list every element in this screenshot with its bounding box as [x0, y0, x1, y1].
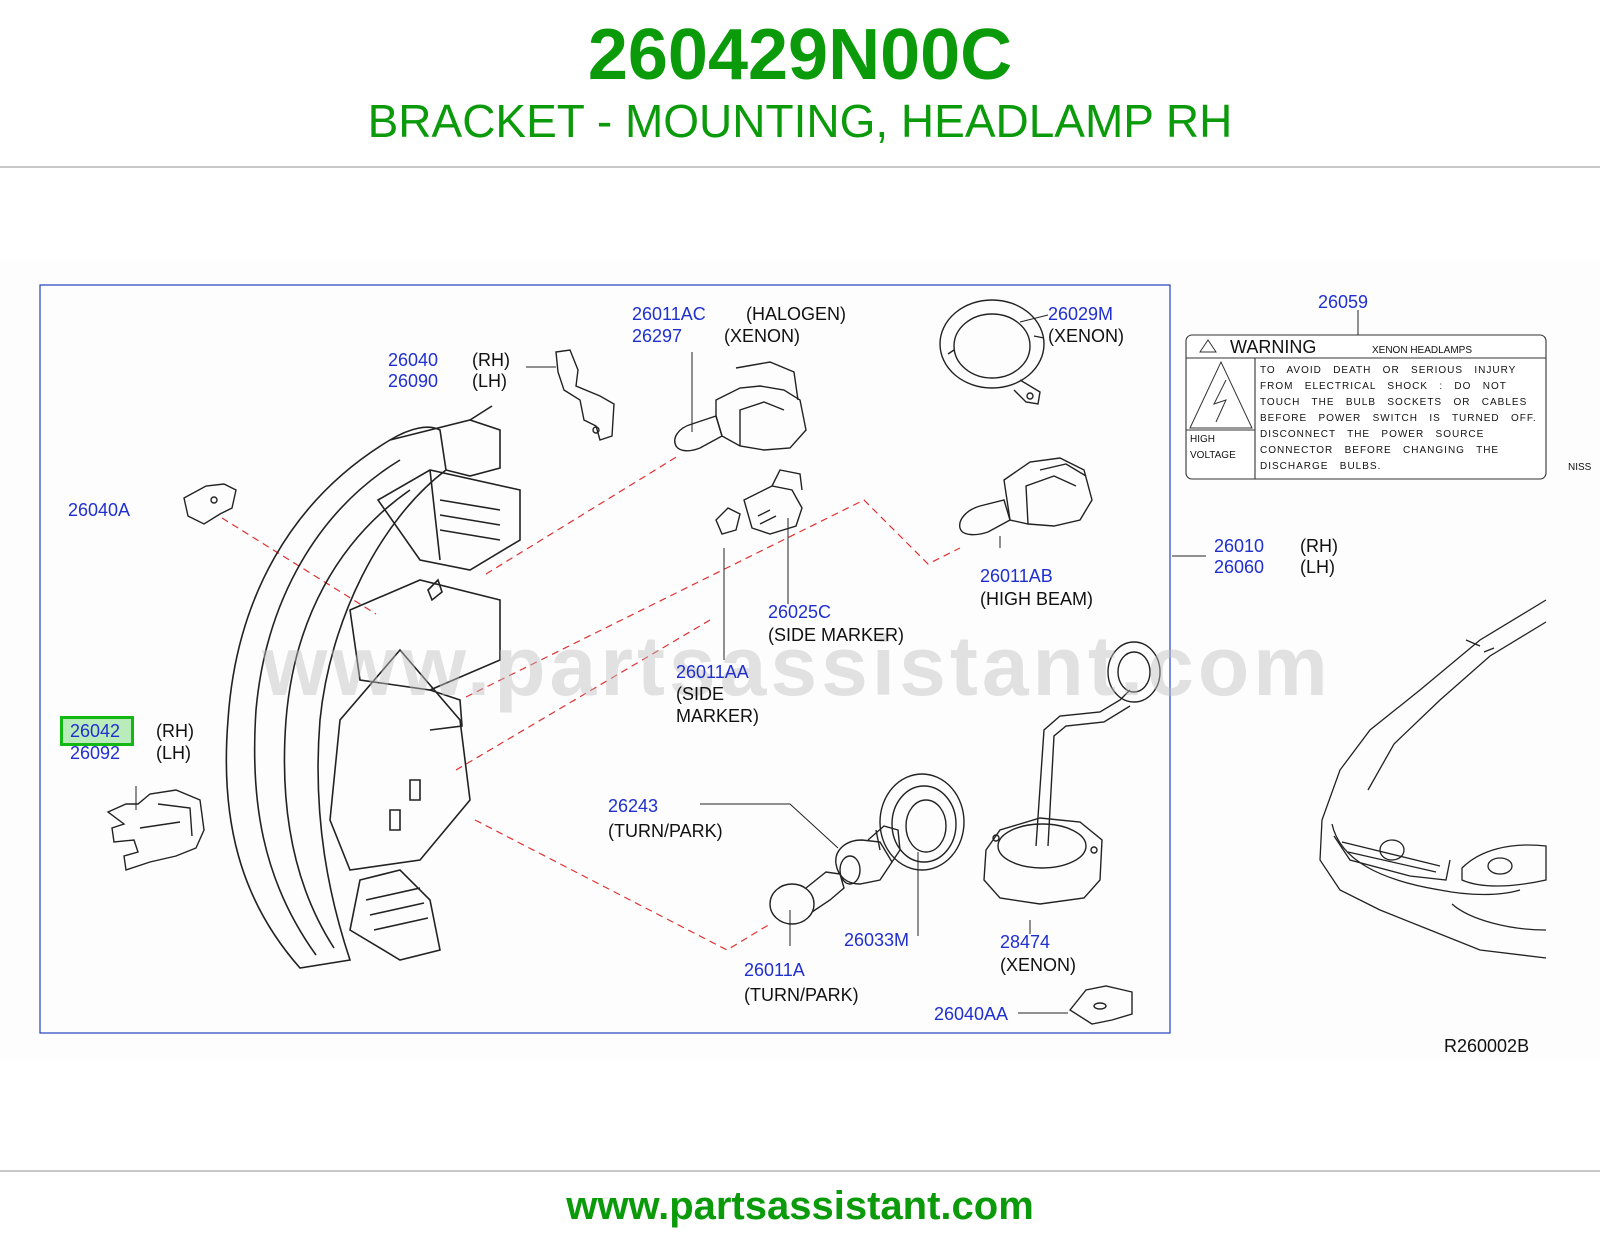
callout-26010-note: (RH): [1300, 536, 1338, 556]
callout-26092[interactable]: 26092: [70, 743, 121, 763]
side-marker-socket: [715, 469, 803, 535]
footer-url[interactable]: www.partsassistant.com: [566, 1184, 1034, 1228]
callout-26033M[interactable]: 26033M: [844, 930, 910, 950]
part-number-title: 260429N00C: [587, 15, 1013, 95]
callout-28474[interactable]: 28474: [1000, 932, 1051, 952]
callout-26029M[interactable]: 26029M: [1048, 304, 1114, 324]
callout-26060[interactable]: 26060: [1214, 557, 1265, 577]
callout-26040AA[interactable]: 26040AA: [934, 1004, 1009, 1024]
callout-26243-note: (TURN/PARK): [608, 821, 723, 841]
callout-26029M-note: (XENON): [1048, 326, 1124, 346]
callout-26011AC[interactable]: 26011AC: [632, 304, 706, 324]
callout-26040[interactable]: 26040: [388, 350, 439, 370]
vehicle-sketch: [1319, 599, 1547, 959]
dashed-leaders: [221, 455, 961, 951]
diagram-frame: [39, 284, 1171, 1034]
warning-label-hv-2: VOLTAGE: [1190, 450, 1236, 461]
watermark: www.partsassistant.com: [262, 619, 1332, 713]
callout-26011AA-note-1: (SIDE: [676, 684, 725, 704]
callout-26297[interactable]: 26297: [632, 326, 683, 346]
page-header: 260429N00C BRACKET - MOUNTING, HEADLAMP …: [0, 0, 1600, 168]
callout-leaders: [135, 310, 1359, 1014]
headlamp-assembly: [225, 405, 521, 969]
warning-label-body: TO AVOID DEATH OR SERIOUS INJURY FROM EL…: [1260, 365, 1537, 472]
callout-28474-note: (XENON): [1000, 955, 1076, 975]
callout-26297-note: (XENON): [724, 326, 800, 346]
callout-26011AA[interactable]: 26011AA: [676, 662, 749, 682]
bulb-26011A: [769, 871, 845, 925]
callout-26092-note: (LH): [156, 743, 191, 763]
callout-26042[interactable]: 26042: [70, 721, 121, 741]
callout-26011AB[interactable]: 26011AB: [980, 566, 1053, 586]
bracket-26042: [106, 789, 205, 871]
warning-label-box: [1185, 334, 1547, 480]
callout-26011AC-note: (HALOGEN): [746, 304, 847, 324]
xenon-igniter-28474: [983, 641, 1161, 905]
callout-26040-note: (RH): [472, 350, 510, 370]
callout-26090-note: (LH): [472, 371, 507, 391]
callout-26040A[interactable]: 26040A: [68, 500, 131, 520]
warning-label-subtitle: XENON HEADLAMPS: [1372, 345, 1473, 356]
callout-26243[interactable]: 26243: [608, 796, 659, 816]
header-divider: [0, 166, 1600, 168]
callout-26011A[interactable]: 26011A: [744, 960, 805, 980]
part-description: BRACKET - MOUNTING, HEADLAMP RH: [367, 95, 1233, 147]
diagram-reference-code: R260002B: [1444, 1036, 1530, 1056]
turn-park-socket-26243: [835, 825, 901, 885]
bulb-26011AC: [674, 361, 807, 452]
clip-26040AA: [1068, 985, 1133, 1025]
socket-ring-26029M: [939, 299, 1045, 405]
warning-label-brand: NISS: [1568, 462, 1592, 473]
footer-divider: [0, 1170, 1600, 1172]
callout-26090[interactable]: 26090: [388, 371, 439, 391]
callout-26042-note: (RH): [156, 721, 194, 741]
callout-26060-note: (LH): [1300, 557, 1335, 577]
warning-label-hv-1: HIGH: [1190, 434, 1215, 445]
callout-26011AB-note: (HIGH BEAM): [980, 589, 1094, 609]
seal-26033M: [879, 773, 965, 871]
bracket-26040: [555, 349, 615, 441]
callout-26025C[interactable]: 26025C: [768, 602, 832, 622]
callout-26025C-note: (SIDE MARKER): [768, 625, 905, 645]
warning-triangle-icon: [1189, 339, 1253, 429]
callout-26059[interactable]: 26059: [1318, 292, 1369, 312]
callout-26010[interactable]: 26010: [1214, 536, 1265, 556]
warning-label-title: WARNING: [1230, 337, 1317, 357]
highlighted-part-box: [60, 716, 134, 746]
callout-26011A-note: (TURN/PARK): [744, 985, 859, 1005]
callout-26011AA-note-2: MARKER): [676, 706, 760, 726]
bulb-26011AB: [959, 457, 1093, 536]
clip-26040A: [183, 483, 237, 525]
